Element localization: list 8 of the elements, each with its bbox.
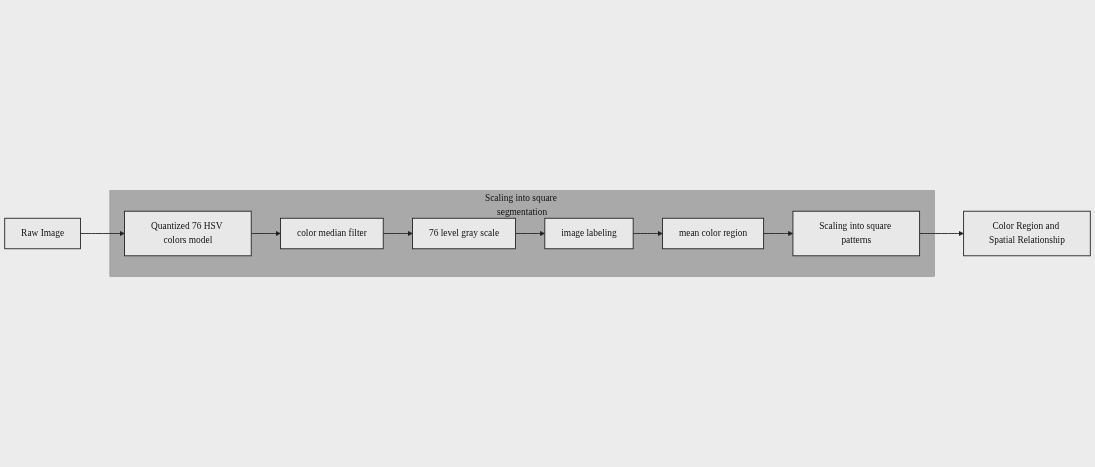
node-box: Raw Image — [4, 217, 81, 250]
node-box: Scaling into square patterns — [792, 210, 921, 257]
node-box: 76 level gray scale — [412, 217, 516, 250]
node-box: Quantized 76 HSV colors model — [124, 210, 252, 257]
node-box: image labeling — [544, 217, 634, 250]
node-box: mean color region — [662, 217, 765, 250]
node-box: Color Region and Spatial Relationship — [963, 210, 1091, 257]
node-box: color median filter — [280, 217, 384, 250]
